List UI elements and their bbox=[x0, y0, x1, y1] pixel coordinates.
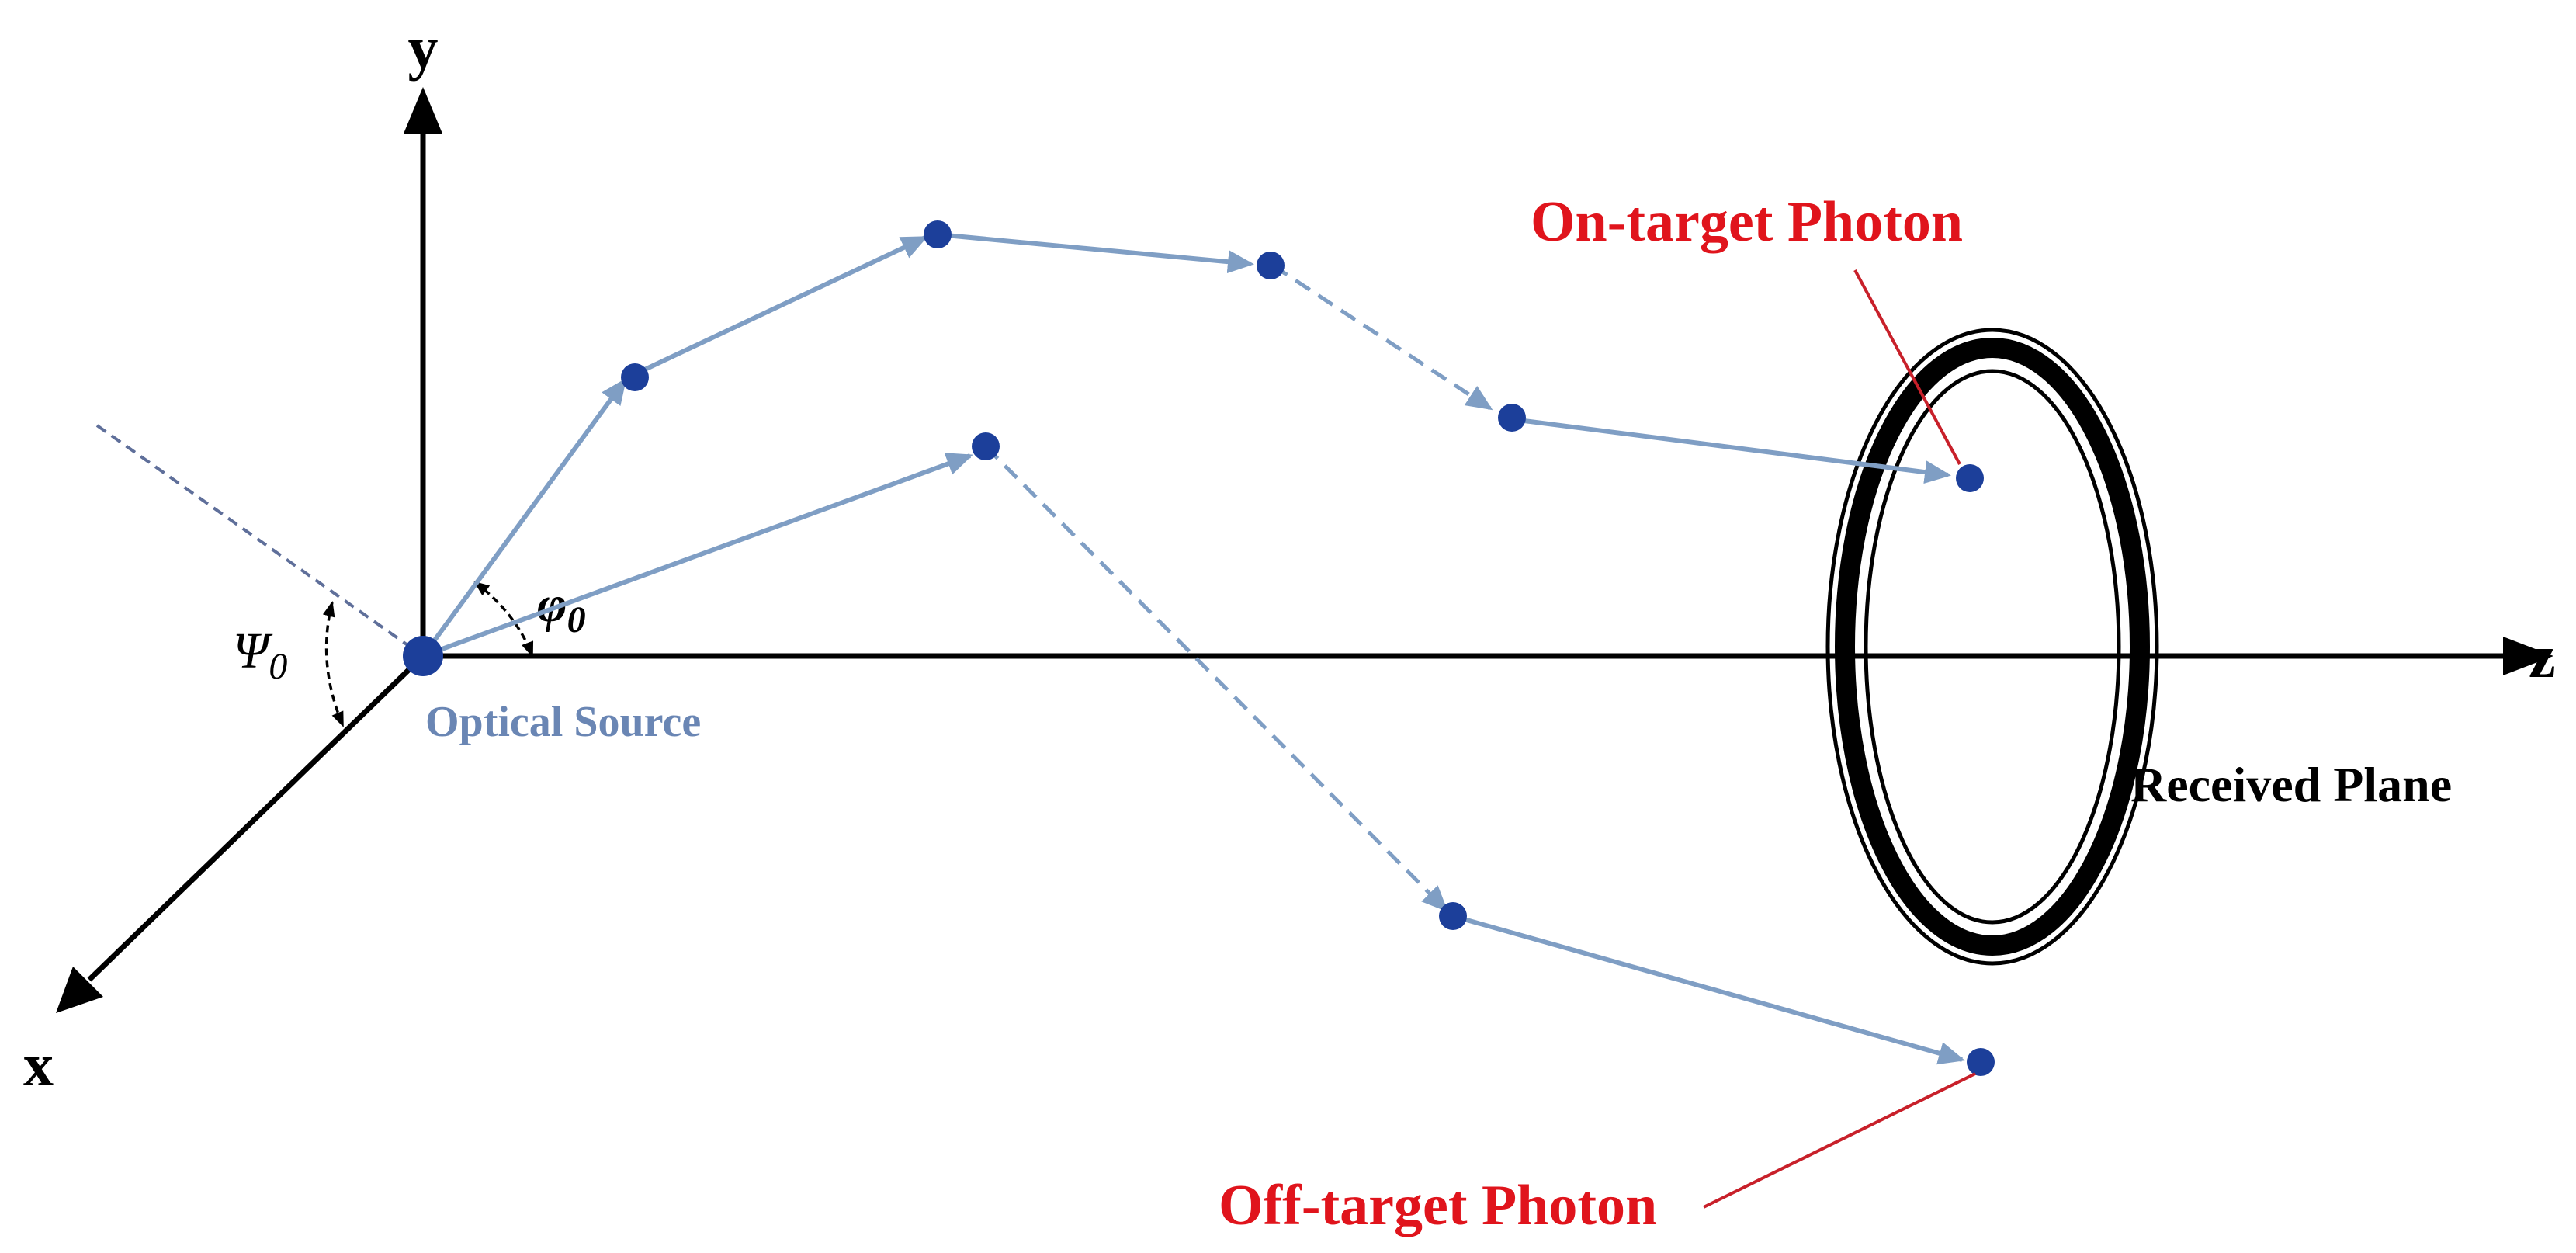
on-target-segment-4-dashed bbox=[1271, 263, 1493, 411]
scatter-point bbox=[1439, 902, 1467, 930]
received-plane-label: Received Plane bbox=[2130, 757, 2452, 812]
phi-angle-label: φ0 bbox=[537, 576, 586, 640]
on-target-segment-1 bbox=[421, 377, 627, 658]
scatter-point bbox=[621, 363, 649, 391]
y-axis-label: y bbox=[408, 14, 439, 82]
labels: Optical Source On-target Photon Off-targ… bbox=[425, 190, 1976, 1237]
y-axis-arrowhead bbox=[404, 87, 442, 134]
scattering-points bbox=[403, 220, 1995, 1076]
phi-angle-arc bbox=[473, 581, 534, 658]
z-axis-label: z bbox=[2529, 623, 2556, 690]
scatter-point bbox=[1498, 404, 1526, 432]
off-target-path bbox=[421, 445, 1965, 1065]
scatter-point bbox=[1257, 252, 1285, 279]
received-plane-outer-ring bbox=[1825, 328, 2159, 966]
optical-source-dot bbox=[403, 636, 443, 676]
on-target-photon-label: On-target Photon bbox=[1531, 190, 1963, 254]
off-target-photon-dot bbox=[1967, 1048, 1995, 1076]
z-axis-arrowhead bbox=[2503, 637, 2553, 675]
dashed-reference-line bbox=[95, 424, 425, 658]
off-target-segment-2-dashed bbox=[984, 445, 1448, 912]
psi-angle-arc bbox=[322, 601, 345, 727]
on-target-photon-dot bbox=[1956, 464, 1984, 492]
x-axis bbox=[87, 654, 425, 982]
on-target-path bbox=[421, 232, 1951, 658]
on-target-segment-5 bbox=[1511, 417, 1951, 484]
on-target-leader-line bbox=[1853, 269, 1961, 465]
received-plane: Received Plane bbox=[1825, 328, 2452, 966]
off-target-segment-1 bbox=[421, 453, 973, 658]
x-axis-label: x bbox=[23, 1031, 54, 1099]
on-target-segment-2 bbox=[633, 235, 928, 377]
scatter-point bbox=[972, 432, 1000, 460]
optical-source-label: Optical Source bbox=[425, 698, 701, 746]
off-target-leader-line bbox=[1703, 1072, 1976, 1209]
psi-angle-label: Ψ0 bbox=[233, 623, 287, 687]
x-axis-arrowhead bbox=[56, 967, 103, 1013]
off-target-photon-label: Off-target Photon bbox=[1219, 1174, 1657, 1237]
scatter-point bbox=[924, 220, 952, 248]
axes: y z x bbox=[23, 14, 2556, 1099]
off-target-segment-3 bbox=[1452, 914, 1965, 1065]
on-target-segment-3 bbox=[937, 232, 1254, 274]
received-plane-main-ring bbox=[1835, 338, 2150, 956]
received-plane-inner-ring bbox=[1864, 369, 2121, 925]
